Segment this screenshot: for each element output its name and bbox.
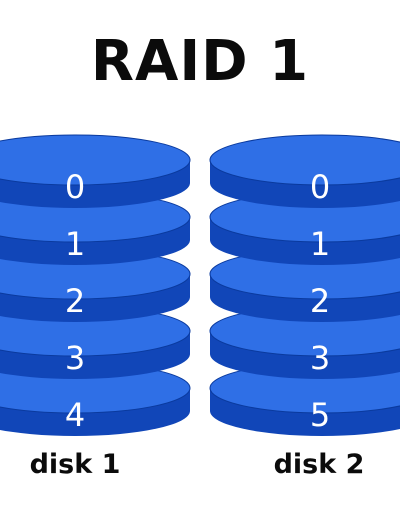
disk-2-stack: 5 3 2 1 0 [209, 134, 400, 436]
block-number: 5 [310, 396, 330, 434]
platter-top [209, 134, 400, 186]
block-number: 3 [65, 339, 85, 377]
disk-1-platter: 0 [0, 134, 191, 208]
disk-1-stack: 4 3 2 1 0 [0, 134, 191, 436]
block-number: 0 [310, 168, 330, 206]
disk-2-platter: 0 [209, 134, 400, 208]
disk-1-platter: 2 [0, 248, 191, 322]
block-number: 1 [65, 225, 85, 263]
diagram-title: RAID 1 [90, 29, 310, 94]
block-number: 3 [310, 339, 330, 377]
disk-1-label: disk 1 [29, 449, 121, 480]
platter-top [0, 134, 191, 186]
block-number: 4 [65, 396, 85, 434]
block-number: 1 [310, 225, 330, 263]
block-number: 2 [310, 282, 330, 320]
block-number: 0 [65, 168, 85, 206]
block-number: 2 [65, 282, 85, 320]
disk-2-label: disk 2 [273, 449, 365, 480]
